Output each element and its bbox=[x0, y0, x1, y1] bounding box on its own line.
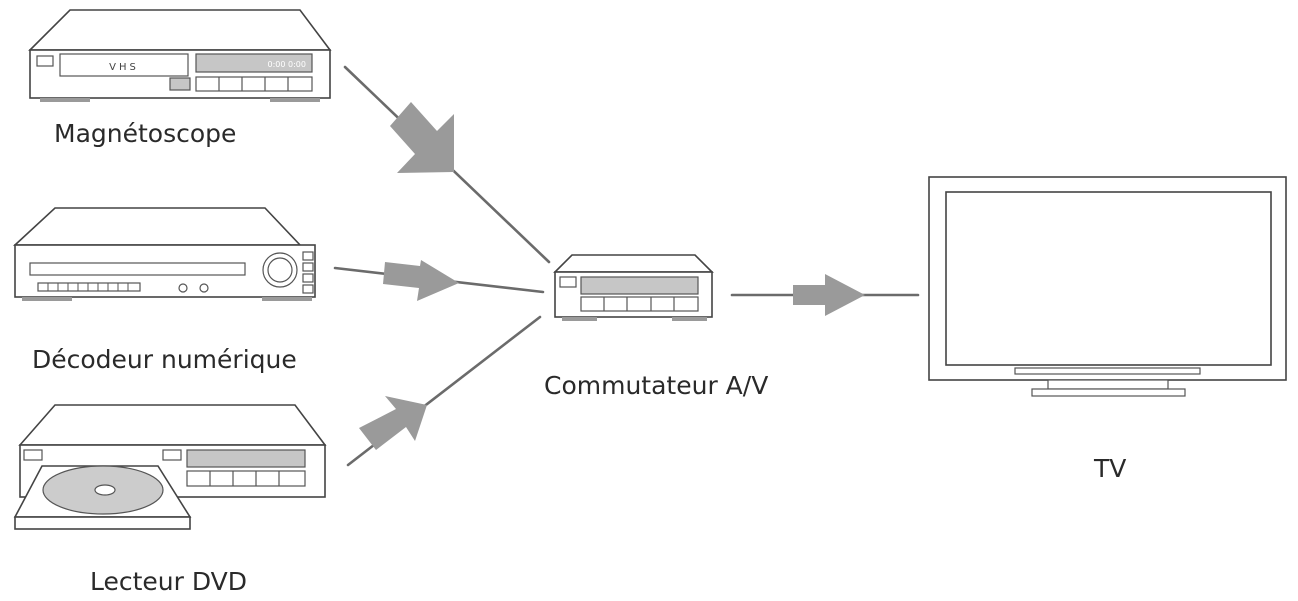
vcr-counter-text: 0:00 0:00 bbox=[268, 60, 306, 69]
tv-label: TV bbox=[1094, 454, 1127, 483]
arrow-switch-to-tv bbox=[793, 274, 865, 316]
arrow-vcr-to-switch bbox=[390, 102, 454, 173]
dvd-device bbox=[13, 404, 327, 530]
dvd-label: Lecteur DVD bbox=[90, 567, 248, 596]
arrow-dvd-to-switch bbox=[359, 396, 427, 450]
switch-label: Commutateur A/V bbox=[544, 371, 769, 400]
decoder-label: Décodeur numérique bbox=[32, 345, 297, 374]
tv-device bbox=[928, 176, 1287, 397]
vcr-label: Magnétoscope bbox=[54, 119, 237, 148]
vcr-vhs-text: VHS bbox=[109, 62, 139, 73]
decoder-device bbox=[12, 207, 316, 301]
av-switch-device bbox=[553, 254, 714, 321]
vcr-device: VHS 0:00 0:00 bbox=[28, 9, 332, 102]
arrow-decoder-to-switch bbox=[383, 260, 459, 301]
